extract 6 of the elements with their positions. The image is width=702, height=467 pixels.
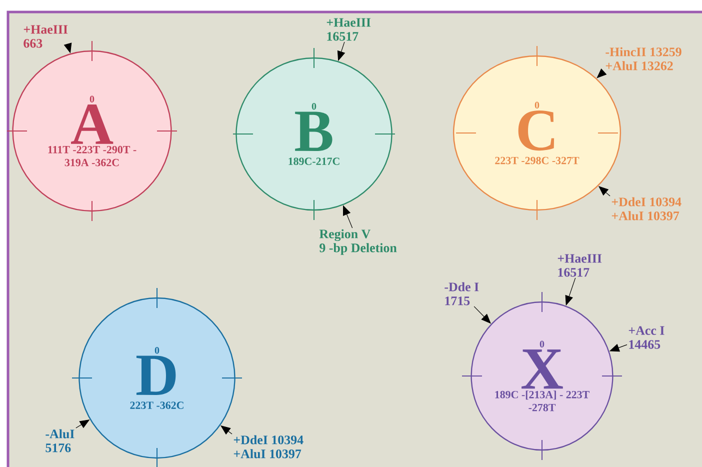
site-arrow	[596, 68, 607, 78]
site-label: +HaeIII 16517	[326, 18, 371, 41]
site-label: -AluI 5176	[46, 429, 74, 452]
site-label: +Acc I 14465	[628, 326, 664, 349]
site-label: Region V 9 -bp Deletion	[319, 229, 397, 255]
site-label: +HaeIII 16517	[558, 254, 602, 277]
